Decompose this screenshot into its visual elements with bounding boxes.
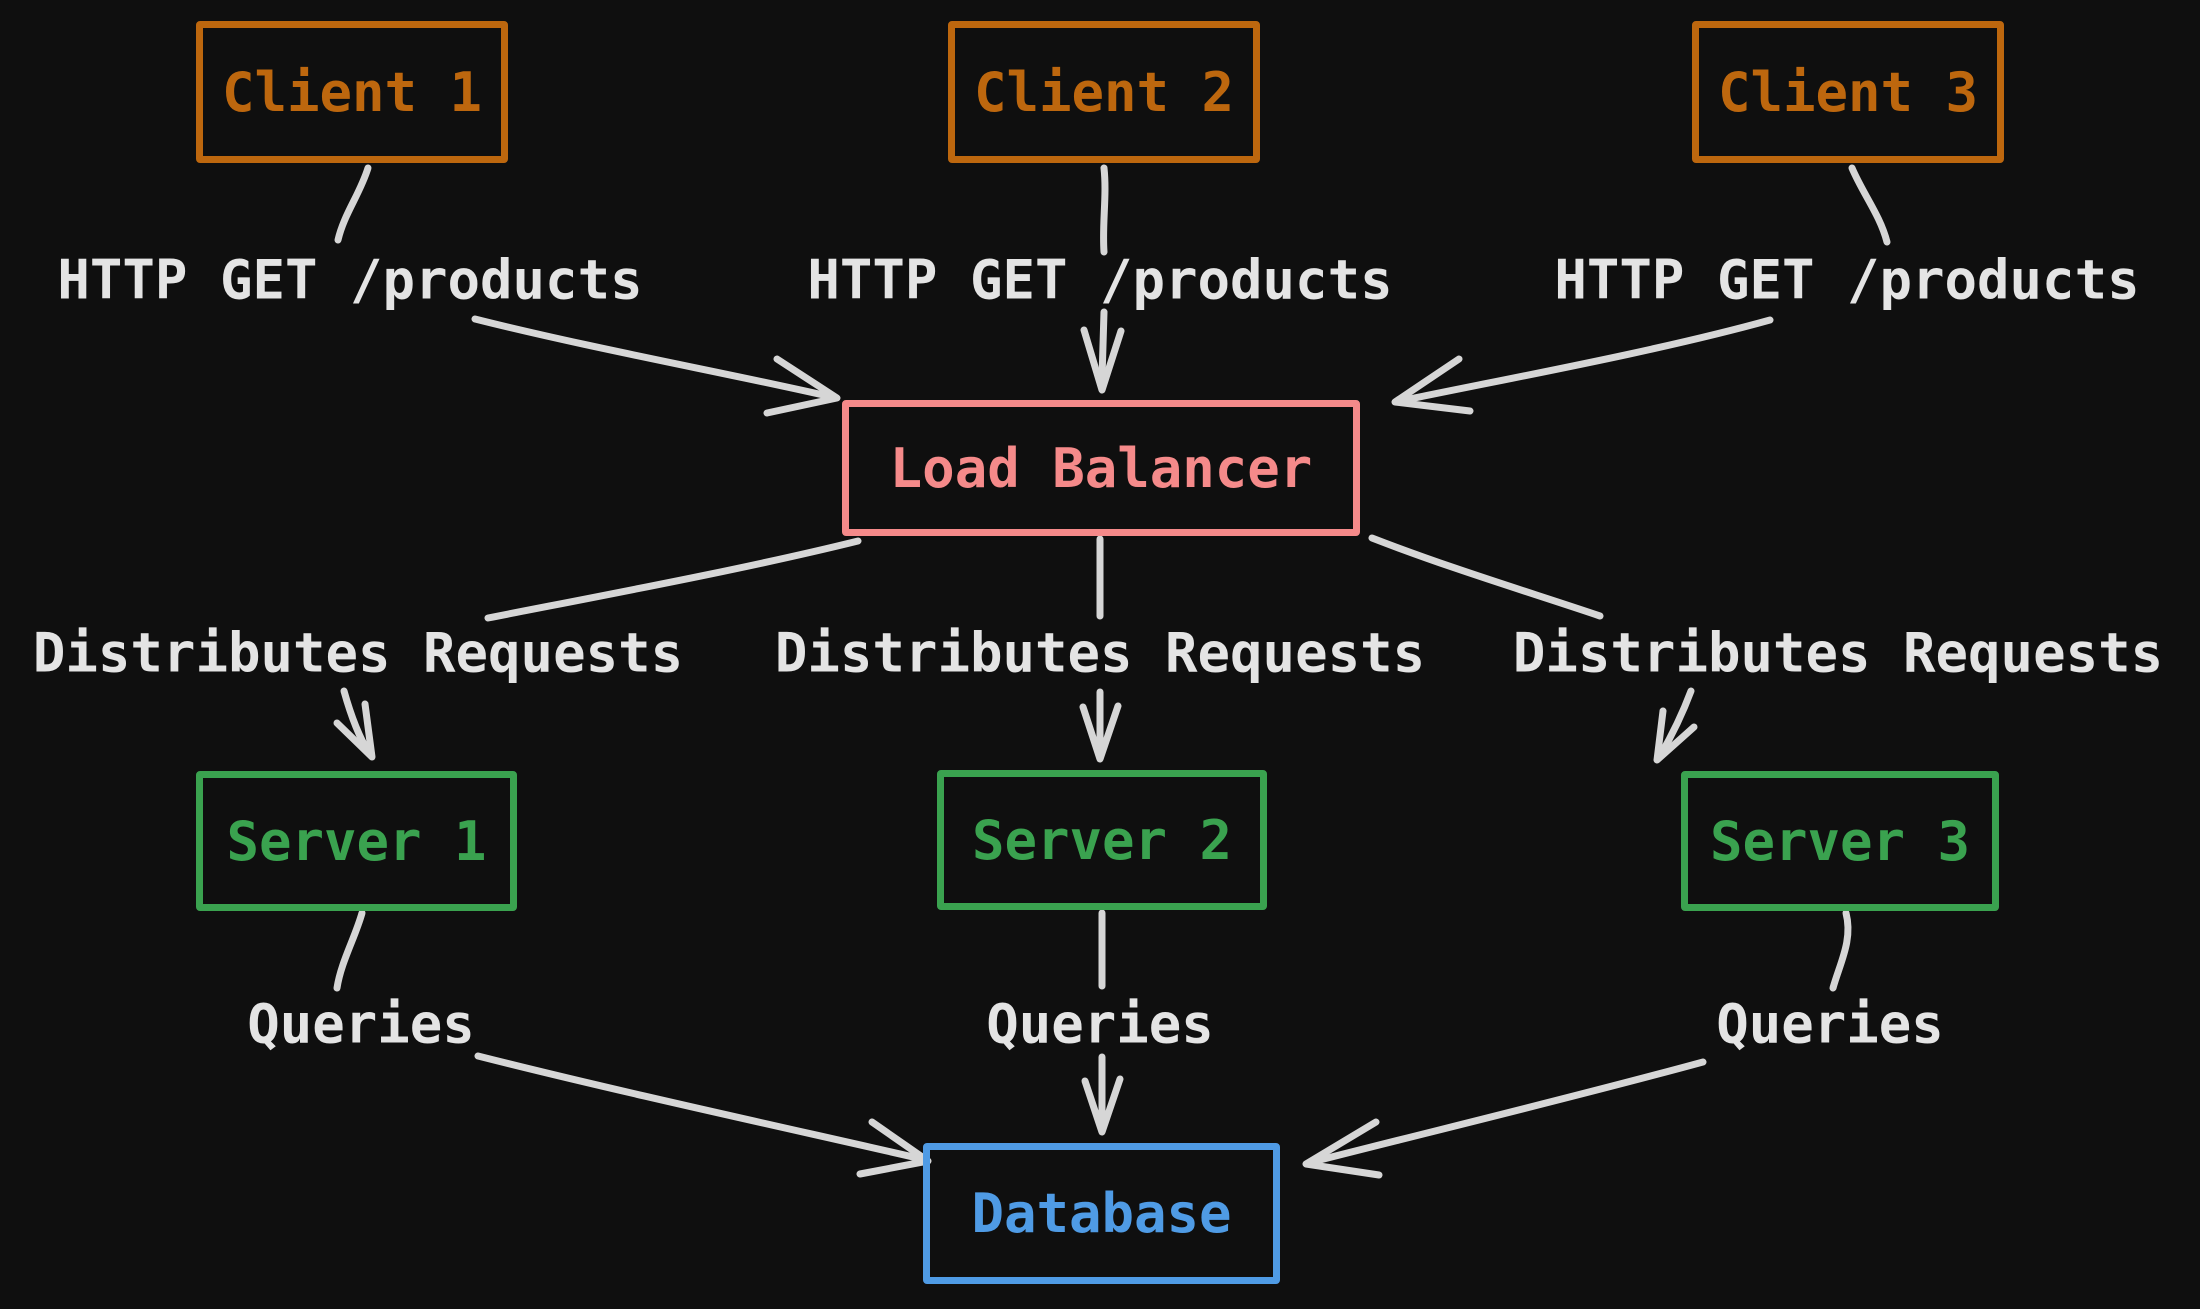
edge-client2-load-balancer[interactable] — [1080, 164, 1125, 394]
node-load-balancer[interactable]: Load Balancer — [842, 400, 1360, 536]
node-server-1[interactable]: Server 1 — [196, 771, 517, 911]
edge-client3-lb-arrowhead[interactable] — [1391, 355, 1474, 415]
edge-label-lb-server2[interactable]: Distributes Requests — [774, 621, 1426, 685]
edge-load-balancer-server3[interactable] — [1368, 534, 1698, 764]
edge-client1-load-balancer[interactable] — [334, 164, 841, 417]
edge-load-balancer-server1[interactable] — [333, 537, 862, 761]
node-database-label: Database — [971, 1182, 1232, 1245]
node-server-1-label: Server 1 — [226, 809, 487, 873]
node-server-3-label: Server 3 — [1709, 809, 1971, 873]
edge-client2-lb-shaft[interactable] — [1098, 308, 1108, 382]
edge-client2-lb-arrowhead[interactable] — [1080, 326, 1125, 394]
edge-label-server2-db[interactable]: Queries — [986, 992, 1214, 1056]
edge-client1-lb-stub[interactable] — [334, 164, 372, 244]
edge-server2-database[interactable] — [1081, 909, 1124, 1136]
node-load-balancer-label: Load Balancer — [889, 436, 1313, 500]
edge-server3-database[interactable] — [1302, 909, 1852, 1179]
edge-lb-server2-arrowhead[interactable] — [1079, 702, 1122, 763]
edge-lb-server3-stub[interactable] — [1368, 534, 1604, 620]
edge-server1-db-stub[interactable] — [333, 909, 366, 992]
edge-lb-server1-stub[interactable] — [484, 537, 862, 622]
edge-load-balancer-server2[interactable] — [1079, 535, 1122, 763]
edge-server3-db-stub[interactable] — [1829, 909, 1852, 992]
edge-lb-server3-arrowhead[interactable] — [1653, 707, 1698, 764]
edge-client1-lb-shaft[interactable] — [471, 315, 836, 401]
edge-server1-db-shaft[interactable] — [474, 1052, 926, 1163]
edge-client3-lb-shaft[interactable] — [1396, 316, 1774, 405]
edge-client3-load-balancer[interactable] — [1391, 164, 1891, 415]
node-database[interactable]: Database — [923, 1143, 1280, 1284]
edge-lb-server1-arrowhead[interactable] — [333, 700, 376, 761]
edge-server3-db-shaft[interactable] — [1308, 1058, 1707, 1166]
node-client-2[interactable]: Client 2 — [948, 21, 1260, 163]
edge-client1-lb-arrowhead[interactable] — [763, 355, 841, 417]
edge-server3-db-arrowhead[interactable] — [1302, 1118, 1383, 1179]
edge-label-lb-server1[interactable]: Distributes Requests — [32, 621, 684, 685]
node-client-2-label: Client 2 — [973, 60, 1235, 124]
edge-label-server1-db[interactable]: Queries — [247, 992, 475, 1056]
edge-client3-lb-stub[interactable] — [1848, 164, 1891, 246]
node-server-2-label: Server 2 — [971, 808, 1233, 872]
node-client-1-label: Client 1 — [221, 60, 483, 124]
node-client-3[interactable]: Client 3 — [1692, 21, 2004, 163]
edge-label-client3-lb[interactable]: HTTP GET /products — [1554, 248, 2140, 312]
edge-label-client2-lb[interactable]: HTTP GET /products — [807, 248, 1393, 312]
edge-label-client1-lb[interactable]: HTTP GET /products — [57, 248, 643, 312]
edge-label-lb-server3[interactable]: Distributes Requests — [1512, 621, 2164, 685]
edge-label-server3-db[interactable]: Queries — [1716, 992, 1944, 1056]
node-server-2[interactable]: Server 2 — [937, 770, 1267, 910]
edge-server2-db-arrowhead[interactable] — [1081, 1075, 1124, 1136]
node-server-3[interactable]: Server 3 — [1681, 771, 1999, 911]
node-client-1[interactable]: Client 1 — [196, 21, 508, 163]
node-client-3-label: Client 3 — [1717, 60, 1979, 124]
edge-client2-lb-stub[interactable] — [1100, 164, 1109, 256]
